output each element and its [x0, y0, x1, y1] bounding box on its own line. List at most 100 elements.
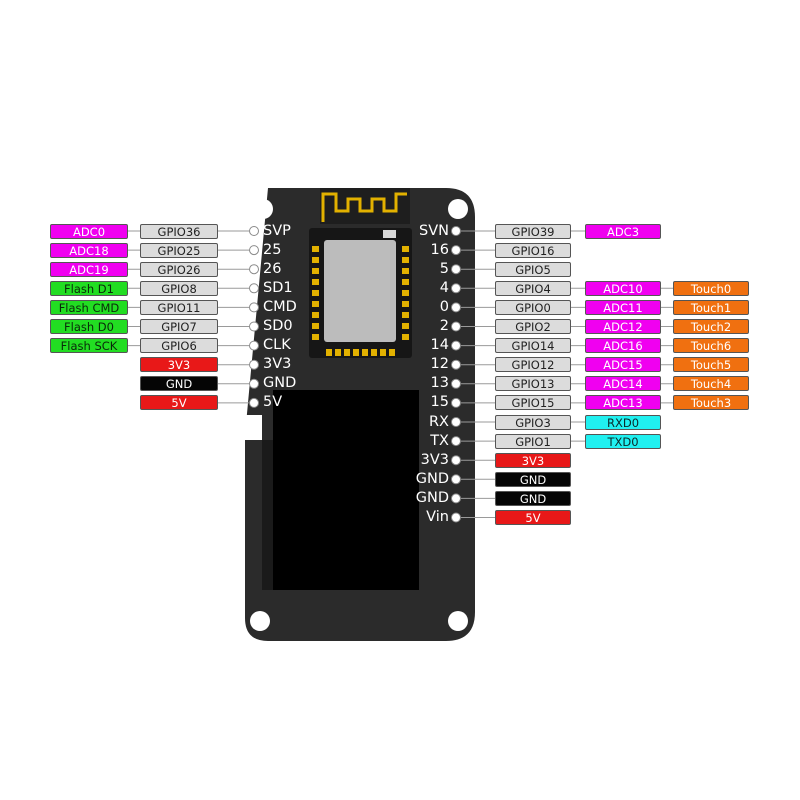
- pin-name: 5V: [263, 394, 283, 411]
- uart-label: TXD0: [585, 433, 661, 449]
- module-shield: [324, 240, 396, 342]
- adc-label: ADC10: [585, 280, 661, 296]
- uart-label: RXD0: [585, 414, 661, 430]
- gpio-label: GPIO26: [140, 261, 218, 277]
- gpio-label: GPIO5: [495, 261, 571, 277]
- module-pad: [402, 279, 409, 285]
- pin-name: CLK: [263, 337, 291, 354]
- touch-label: Touch1: [673, 299, 749, 315]
- power-label: 5V: [495, 510, 571, 525]
- pin-hole: [249, 340, 259, 351]
- gpio-label: GPIO2: [495, 319, 571, 334]
- pin-name: 14: [430, 337, 449, 354]
- gpio-label: GPIO36: [140, 223, 218, 239]
- pin-hole: [249, 226, 259, 236]
- gpio-label: GPIO15: [495, 395, 571, 411]
- module-pad: [402, 257, 409, 263]
- module-led: [383, 230, 396, 238]
- module-pad: [402, 312, 409, 318]
- module-pad: [353, 349, 359, 356]
- gpio-label: GPIO12: [495, 357, 571, 373]
- antenna-trace: [321, 192, 407, 222]
- pin-name: 16: [430, 241, 449, 258]
- module-pad: [312, 246, 319, 252]
- module-pad: [402, 334, 409, 340]
- module-pad: [402, 301, 409, 307]
- touch-label: Touch6: [673, 338, 749, 354]
- pin-hole: [249, 283, 259, 294]
- pin-hole: [451, 474, 461, 485]
- pin-hole: [451, 226, 461, 236]
- pin-name: 4: [439, 279, 449, 296]
- gpio-label: GPIO14: [495, 338, 571, 354]
- pin-name: CMD: [263, 298, 297, 315]
- pin-hole: [249, 378, 259, 389]
- pin-name: 15: [430, 394, 449, 411]
- mounting-hole: [253, 199, 273, 219]
- pin-hole: [451, 436, 461, 447]
- pin-hole: [249, 264, 259, 275]
- module-pads: [312, 246, 409, 356]
- module-pad: [402, 290, 409, 296]
- pin-name: GND: [415, 489, 449, 506]
- pin-hole: [451, 512, 461, 523]
- pin-name: GND: [263, 375, 297, 392]
- touch-label: Touch2: [673, 319, 749, 334]
- module-pad: [362, 349, 368, 356]
- pin-name: 25: [263, 241, 282, 258]
- module-pad: [371, 349, 377, 356]
- module-pad: [312, 279, 319, 285]
- gpio-label: GPIO39: [495, 223, 571, 239]
- power-label: 3V3: [140, 357, 218, 373]
- pin-name: 3V3: [263, 356, 292, 373]
- pin-hole: [249, 302, 259, 313]
- module-pad: [402, 323, 409, 329]
- pin-hole: [451, 245, 461, 256]
- module-pad: [312, 334, 319, 340]
- pin-hole: [451, 302, 461, 313]
- module-pad: [335, 349, 341, 356]
- pin-hole: [451, 417, 461, 427]
- adc-label: ADC19: [50, 261, 128, 277]
- pin-name: 3V3: [420, 451, 449, 468]
- pin-name: SD0: [263, 318, 293, 334]
- touch-label: Touch5: [673, 357, 749, 373]
- adc-label: ADC12: [585, 319, 661, 334]
- adc-label: ADC14: [585, 376, 661, 392]
- gpio-label: GPIO11: [140, 299, 218, 315]
- pin-hole: [451, 455, 461, 466]
- module-pad: [312, 257, 319, 263]
- power-label: 5V: [140, 395, 218, 411]
- module-pad: [380, 349, 386, 356]
- module-pad: [402, 268, 409, 274]
- gnd-label: GND: [495, 471, 571, 487]
- pin-hole: [451, 264, 461, 275]
- pin-hole: [249, 321, 259, 332]
- oled-display: [273, 390, 419, 590]
- adc-label: ADC16: [585, 338, 661, 354]
- touch-label: Touch3: [673, 395, 749, 411]
- module-pad: [312, 323, 319, 329]
- display-connector: [262, 440, 273, 590]
- pin-name: 0: [439, 298, 449, 315]
- pin-name: TX: [430, 432, 449, 449]
- pin-name: Vin: [426, 509, 449, 525]
- pin-hole: [451, 397, 461, 408]
- gpio-label: GPIO1: [495, 433, 571, 449]
- mounting-hole: [448, 611, 468, 631]
- mounting-hole: [250, 611, 270, 631]
- touch-label: Touch0: [673, 280, 749, 296]
- flash-label: Flash D1: [50, 280, 128, 296]
- pin-name: 5: [439, 260, 449, 277]
- gpio-label: GPIO25: [140, 242, 218, 258]
- board-notch: [245, 415, 262, 440]
- gnd-label: GND: [495, 490, 571, 506]
- pin-name: GND: [415, 470, 449, 487]
- pin-name: RX: [428, 413, 449, 430]
- pin-hole: [451, 359, 461, 370]
- flash-label: Flash SCK: [50, 338, 128, 354]
- touch-label: Touch4: [673, 376, 749, 392]
- module-pad: [312, 290, 319, 296]
- adc-label: ADC3: [585, 223, 661, 239]
- module-pad: [312, 301, 319, 307]
